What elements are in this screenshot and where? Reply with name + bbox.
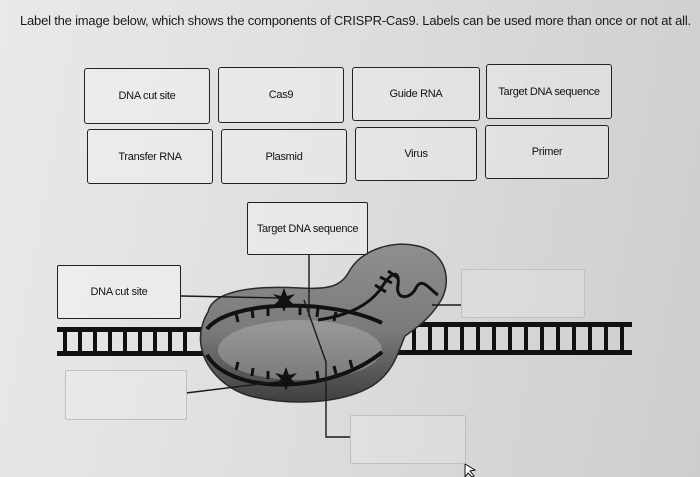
drop-target-left-upper[interactable]: DNA cut site (57, 265, 181, 319)
drop-target-bottom[interactable] (350, 415, 466, 464)
mouse-cursor-icon (464, 463, 477, 477)
strand-bases (234, 306, 354, 380)
label-chip-dna-cut-site[interactable]: DNA cut site (84, 68, 210, 124)
cut-site-star-lower (275, 367, 297, 391)
cut-site-star-upper (273, 288, 295, 312)
instruction-text: Label the image below, which shows the c… (20, 13, 691, 28)
guide-rna (317, 269, 439, 322)
label-chip-cas9[interactable]: Cas9 (218, 67, 344, 123)
label-chip-primer[interactable]: Primer (485, 125, 609, 179)
drop-target-top[interactable]: Target DNA sequence (247, 202, 368, 255)
label-chip-transfer-rna[interactable]: Transfer RNA (87, 129, 213, 184)
dna-double-helix-left (57, 327, 207, 356)
drop-target-left-lower[interactable] (65, 370, 187, 420)
label-chip-target-dna-sequence[interactable]: Target DNA sequence (486, 64, 612, 119)
label-chip-plasmid[interactable]: Plasmid (221, 129, 347, 184)
drop-target-right-upper[interactable] (461, 269, 585, 318)
label-chip-virus[interactable]: Virus (355, 127, 477, 181)
label-chip-guide-rna[interactable]: Guide RNA (352, 67, 480, 121)
leader-lines (180, 255, 461, 438)
